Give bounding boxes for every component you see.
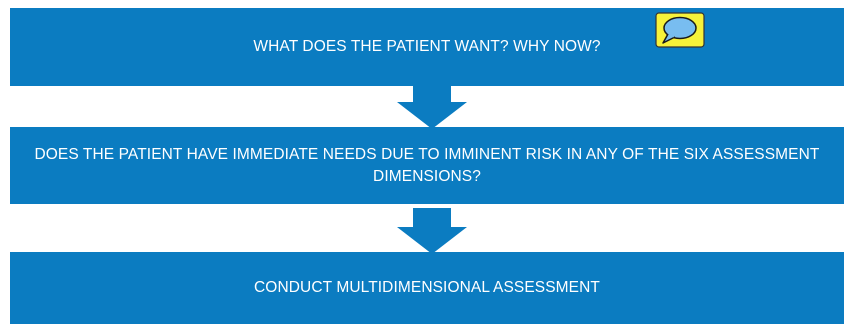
step-label: DOES THE PATIENT HAVE IMMEDIATE NEEDS DU… bbox=[34, 145, 820, 185]
step-label: CONDUCT MULTIDIMENSIONAL ASSESSMENT bbox=[254, 279, 600, 296]
step-box-multidimensional-assessment: CONDUCT MULTIDIMENSIONAL ASSESSMENT bbox=[10, 252, 844, 324]
step-label: WHAT DOES THE PATIENT WANT? WHY NOW? bbox=[253, 38, 601, 55]
down-arrow-icon bbox=[397, 208, 467, 254]
step-box-immediate-needs: DOES THE PATIENT HAVE IMMEDIATE NEEDS DU… bbox=[10, 127, 844, 204]
down-arrow-icon bbox=[397, 83, 467, 129]
step-box-patient-want: WHAT DOES THE PATIENT WANT? WHY NOW? bbox=[10, 8, 844, 86]
speech-bubble-icon[interactable] bbox=[655, 12, 705, 48]
